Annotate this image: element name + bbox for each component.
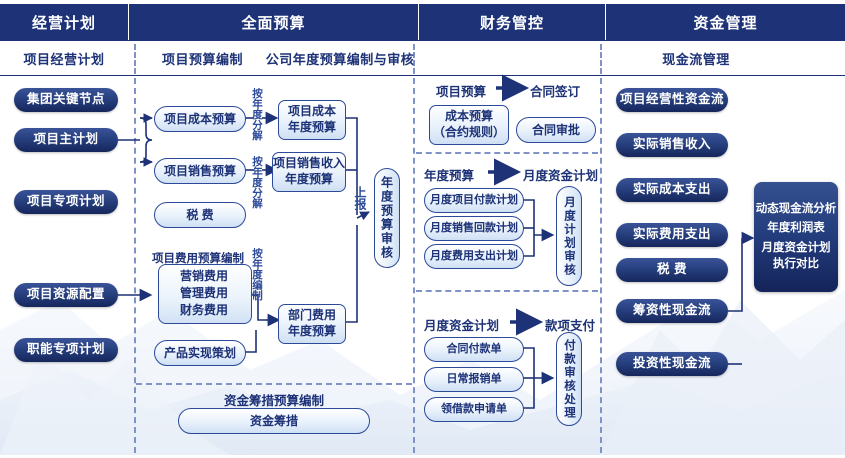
col2-vertical-label-annual-prepare: 按年度编制 — [251, 248, 263, 301]
col2-item-product-realization-planning[interactable]: 产品实现策划 — [154, 340, 246, 366]
header-separator-3 — [605, 4, 606, 40]
col2-expense-group-title: 项目费用预算编制 — [152, 253, 244, 265]
col4-monthly-project-payment-plan[interactable]: 月度项目付款计划 — [424, 188, 524, 213]
col2-vertical-label-annual-split-2: 按年度分解 — [251, 156, 263, 209]
column-divider-3 — [600, 78, 602, 453]
col2-vertical-label-annual-split-1: 按年度分解 — [251, 88, 263, 141]
col2-funding-title: 资金筹措预算编制 — [224, 394, 325, 408]
col5-analysis-line-3: 月度资金计划 执行对比 — [761, 242, 831, 270]
header-separator-1 — [128, 4, 129, 40]
col5-item-actual-expense-expenditure[interactable]: 实际费用支出 — [616, 223, 728, 247]
col4-divider-1 — [416, 152, 598, 154]
col5-analysis-box[interactable]: 动态现金流分析 年度利润表 月度资金计划 执行对比 — [754, 182, 838, 292]
subheader-col-1: 项目经营计划 — [23, 51, 105, 67]
col4-monthly-expense-payment-plan[interactable]: 月度费用支出计划 — [424, 244, 524, 269]
col4-daily-reimbursement-form[interactable]: 日常报销单 — [424, 367, 524, 392]
col1-item-functional-special-plan[interactable]: 职能专项计划 — [14, 338, 118, 362]
col4-block2-flow-from: 年度预算 — [424, 169, 475, 183]
col2-expense-line-1: 营销费用 — [179, 268, 228, 283]
subheader-divider-2 — [413, 44, 415, 74]
col1-item-project-resource-allocation[interactable]: 项目资源配置 — [14, 283, 118, 307]
column-divider-1 — [134, 78, 136, 453]
header-col-5: 资金管理 — [693, 14, 758, 32]
col2-item-project-cost-budget[interactable]: 项目成本预算 — [154, 106, 246, 132]
col2-funding-item[interactable]: 资金筹措 — [178, 408, 370, 434]
col4-block3-flow-from: 月度资金计划 — [424, 319, 500, 333]
col2-item-project-sales-budget[interactable]: 项目销售预算 — [154, 158, 246, 184]
header-rule-top — [0, 40, 845, 41]
header-rule-bottom — [0, 75, 845, 76]
funding-section-divider — [136, 383, 412, 385]
col4-divider-2 — [416, 290, 598, 292]
col4-payment-review-processing[interactable]: 付款审核处理 — [556, 332, 582, 426]
col2-expense-line-3: 财务费用 — [179, 303, 228, 318]
col1-item-project-master-plan[interactable]: 项目主计划 — [14, 128, 118, 152]
header-col-4: 财务管控 — [479, 14, 544, 32]
col2-expense-line-2: 管理费用 — [179, 285, 228, 300]
col4-loan-application-form[interactable]: 领借款申请单 — [424, 397, 524, 422]
col5-item-actual-cost-expenditure[interactable]: 实际成本支出 — [616, 178, 728, 202]
col3-item-project-sales-annual-budget[interactable]: 项目销售收入 年度预算 — [272, 152, 346, 192]
col4-monthly-sales-collection-plan[interactable]: 月度销售回款计划 — [424, 216, 524, 241]
col5-analysis-line-1: 动态现金流分析 — [755, 202, 837, 215]
col4-block2-flow-to: 月度资金计划 — [523, 169, 599, 183]
header-col-2: 全面预算 — [241, 14, 306, 32]
col4-block1-flow-from: 项目预算 — [436, 85, 487, 99]
col3-annual-budget-review[interactable]: 年度预算审核 — [374, 168, 400, 268]
col4-contract-approval[interactable]: 合同审批 — [516, 117, 596, 143]
col3-item-dept-expense-annual-budget[interactable]: 部门费用 年度预算 — [278, 304, 346, 344]
col5-item-investing-cashflow[interactable]: 投资性现金流 — [616, 352, 728, 376]
subheader-col-3: 公司年度预算编制与审核 — [265, 51, 415, 67]
col4-contract-payment-form[interactable]: 合同付款单 — [424, 337, 524, 362]
col4-block1-flow-to: 合同签订 — [530, 85, 581, 99]
header-band — [0, 4, 845, 40]
col1-item-project-special-plan[interactable]: 项目专项计划 — [14, 190, 118, 214]
col4-monthly-plan-review[interactable]: 月度计划审核 — [556, 186, 582, 286]
col2-expense-group-lines: 营销费用 管理费用 财务费用 — [158, 264, 250, 322]
col1-item-group-milestone[interactable]: 集团关键节点 — [14, 88, 118, 112]
col5-item-financing-cashflow[interactable]: 筹资性现金流 — [616, 299, 728, 323]
subheader-divider-1 — [134, 44, 136, 74]
col4-cost-budget-contract-rules[interactable]: 成本预算 （合约规则） — [429, 105, 509, 145]
header-col-1: 经营计划 — [31, 14, 96, 32]
col5-item-tax-fee[interactable]: 税 费 — [616, 258, 728, 282]
subheader-col-5: 现金流管理 — [662, 51, 730, 67]
subheader-divider-3 — [600, 44, 602, 74]
column-divider-2 — [413, 78, 415, 453]
subheader-col-2: 项目预算编制 — [161, 51, 243, 67]
col5-item-actual-sales-revenue[interactable]: 实际销售收入 — [616, 133, 728, 157]
col3-item-project-cost-annual-budget[interactable]: 项目成本 年度预算 — [278, 100, 346, 140]
header-separator-2 — [418, 4, 419, 40]
col3-submit-label: 上报 — [353, 186, 367, 210]
col5-analysis-line-2: 年度利润表 — [767, 222, 825, 235]
col5-item-project-operating-cashflow[interactable]: 项目经营性资金流 — [616, 88, 728, 112]
col2-item-tax-fee[interactable]: 税 费 — [154, 202, 246, 228]
